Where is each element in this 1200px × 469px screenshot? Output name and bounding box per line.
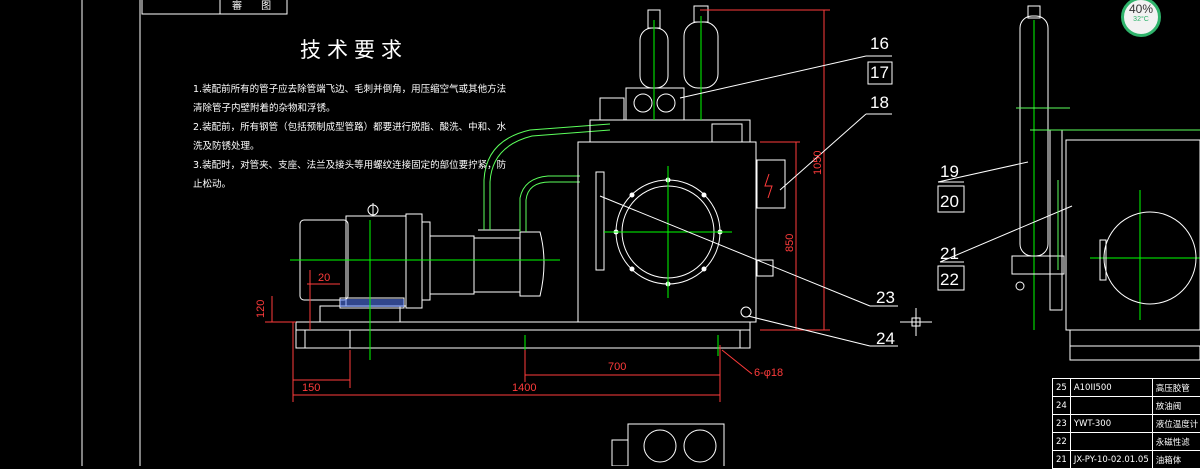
requirements-list: 1.装配前所有的管子应去除管端飞边、毛刺并倒角，用压缩空气或其他方法 清除管子内…: [193, 80, 506, 194]
valve-block: [590, 6, 750, 142]
bom-no: 25: [1053, 379, 1071, 397]
table-row: 24 放油阀: [1053, 397, 1200, 415]
dimension-20: 20: [318, 272, 330, 284]
requirement-line: 3.装配时，对管夹、支座、法兰及接头等用螺纹连接固定的部位要拧紧，防: [193, 156, 506, 175]
bom-code: A10II500: [1070, 379, 1152, 397]
crosshair-marker: [900, 308, 932, 336]
bom-code: [1070, 397, 1152, 415]
bottom-view: [612, 424, 724, 466]
bom-no: 24: [1053, 397, 1071, 415]
bom-no: 23: [1053, 415, 1071, 433]
dimension-1050: 1050: [812, 151, 824, 175]
dimension-150: 150: [302, 382, 320, 394]
bom-code: YWT-300: [1070, 415, 1152, 433]
dimension-1400: 1400: [512, 382, 536, 394]
side-view-pipes: [1016, 108, 1200, 270]
balloon-20: 20: [940, 192, 959, 212]
balloon-17: 17: [870, 63, 889, 83]
table-row: 23 YWT-300 液位温度计: [1053, 415, 1200, 433]
balloon-21: 21: [940, 244, 959, 264]
requirement-line: 清除管子内壁附着的杂物和浮锈。: [193, 99, 506, 118]
dimension-700: 700: [608, 361, 626, 373]
dimension-holes: 6-φ18: [754, 367, 783, 379]
balloon-23: 23: [876, 288, 895, 308]
requirements-title: 技术要求: [300, 34, 408, 64]
bom-name: 高压胶管: [1152, 379, 1200, 397]
balloon-24: 24: [876, 329, 895, 349]
electric-hazard-icon: [765, 174, 772, 198]
bom-name: 永磁性滤: [1152, 433, 1200, 451]
title-block-cell: 審 图: [232, 0, 279, 12]
motor-foot-highlight: [340, 299, 404, 307]
dimension-850: 850: [784, 234, 796, 252]
requirement-line: 2.装配前，所有钢管（包括预制成型管路）都要进行脱脂、酸洗、中和、水: [193, 118, 506, 137]
base-frame: [296, 322, 750, 348]
side-view: [1012, 6, 1200, 360]
drawing-frame: [82, 0, 287, 466]
balloon-22: 22: [940, 270, 959, 290]
bom-code: [1070, 433, 1152, 451]
table-row: 22 永磁性滤: [1053, 433, 1200, 451]
cpu-percent: 40%: [1124, 2, 1158, 16]
requirement-line: 止松动。: [193, 175, 506, 194]
requirement-line: 洗及防锈处理。: [193, 137, 506, 156]
dimension-120: 120: [255, 300, 267, 318]
balloon-18: 18: [870, 93, 889, 113]
balloon-19: 19: [940, 162, 959, 182]
requirement-line: 1.装配前所有的管子应去除管端飞边、毛刺并倒角，用压缩空气或其他方法: [193, 80, 506, 99]
table-row: 25 A10II500 高压胶管: [1053, 379, 1200, 397]
hydraulic-pump: [474, 230, 544, 296]
balloon-16: 16: [870, 34, 889, 54]
temperature-readout: 32°C: [1124, 16, 1158, 23]
bom-name: 液位温度计: [1152, 415, 1200, 433]
bill-of-materials: 25 A10II500 高压胶管 24 放油阀 23 YWT-300 液位温度计…: [1052, 378, 1200, 469]
leader-lines: [600, 56, 1072, 346]
bom-name: 放油阀: [1152, 397, 1200, 415]
bom-no: 22: [1053, 433, 1071, 451]
